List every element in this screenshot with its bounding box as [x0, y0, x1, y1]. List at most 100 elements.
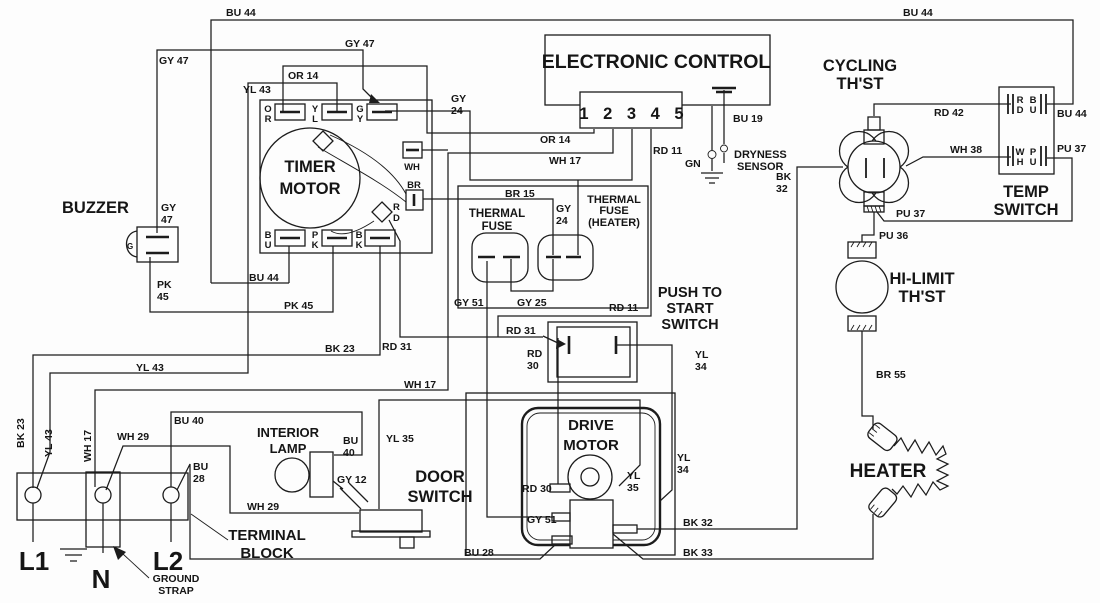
buzzer-box — [136, 226, 179, 263]
terminal-block-label-1: TERMINAL — [228, 527, 306, 544]
wire-wh38 — [905, 156, 1011, 167]
label-gy47-buzzer-2: 47 — [161, 214, 173, 226]
timer-cam-diamond — [312, 130, 334, 152]
label-gy47-left: GY 47 — [159, 55, 189, 67]
motor-label-1: DRIVE — [568, 417, 614, 434]
label-rd11-fuse: RD 11 — [609, 302, 638, 314]
motor-switch-block — [569, 499, 614, 549]
label-br55: BR 55 — [876, 369, 906, 381]
component-temp-switch: R B D U W P H U TEMP SWITCH — [993, 86, 1059, 219]
door-switch-base — [351, 530, 431, 538]
component-thermal-fuses: THERMAL FUSE THERMAL FUSE (HEATER) — [457, 185, 649, 309]
label-bu28-rail: BU 28 — [464, 547, 494, 559]
gn-probe-circle — [707, 150, 717, 159]
dryness-label-1: DRYNESS — [734, 149, 787, 161]
terminal-l2 — [162, 486, 180, 504]
timer-circle — [259, 127, 361, 229]
cycling-contacts — [865, 158, 885, 178]
label-pu37-switch: PU 37 — [1057, 143, 1086, 155]
label-rd11-ec: RD 11 — [653, 145, 682, 157]
label-wh17-ec: WH 17 — [549, 155, 581, 167]
label-wh17-vert: WH 17 — [82, 430, 94, 462]
hilimit-top-hatch — [850, 241, 873, 248]
chassis-ground-symbol — [60, 548, 87, 562]
timer-or-letter-1: O — [264, 104, 271, 115]
label-gy24-timer-1: GY — [451, 93, 466, 105]
n-label: N — [92, 564, 111, 594]
timer-br-letter: BR — [407, 180, 421, 191]
terminal-block-pointer — [190, 513, 229, 541]
ground-strap-label-2: STRAP — [158, 585, 194, 597]
timer-gy-letter-2: Y — [357, 114, 364, 125]
temp-switch-label-2: SWITCH — [993, 201, 1058, 219]
label-rd31-switch: RD 31 — [506, 325, 536, 337]
heater-label: HEATER — [850, 461, 927, 482]
label-bk23-vert: BK 23 — [15, 418, 27, 448]
wire-bk32 — [637, 166, 843, 530]
temp-switch-label-1: TEMP — [1003, 183, 1049, 201]
temp-top-d: D — [1017, 105, 1024, 116]
label-wh29-door: WH 29 — [247, 501, 279, 513]
cycling-terminal-top — [863, 129, 885, 145]
label-bu19: BU 19 — [733, 113, 763, 125]
wire-labels: BU 44 BU 44 GY 47 GY 47 OR 14 YL 43 GY 2… — [15, 7, 1087, 559]
wire-pu36 — [861, 212, 875, 242]
motor-tab-gy51 — [551, 512, 571, 522]
lamp-base — [309, 451, 334, 498]
cycling-body — [847, 140, 901, 194]
motor-tab-bu28 — [551, 535, 573, 545]
hilimit-label-1: HI-LIMIT — [889, 270, 954, 288]
label-bu44-timer: BU 44 — [249, 272, 279, 284]
motor-enclosure — [465, 392, 676, 556]
label-bk33: BK 33 — [683, 547, 713, 559]
temp-top-u: U — [1030, 105, 1037, 116]
lamp-bulb — [274, 457, 310, 493]
door-switch-foot — [399, 536, 415, 549]
label-bu40-lamp-1: BU — [343, 435, 358, 447]
label-yl35-motor-2: 35 — [627, 482, 639, 494]
cycling-terminal-hatch — [863, 205, 885, 213]
thermal-fuse-box — [471, 232, 529, 283]
component-interior-lamp: INTERIOR LAMP — [257, 425, 334, 498]
label-gy12: GY 12 — [337, 474, 367, 486]
label-bu40-lamp-2: 40 — [343, 447, 355, 459]
wire-br55 — [861, 331, 874, 429]
wire-gy51 — [486, 261, 552, 518]
l2-label: L2 — [153, 546, 183, 576]
terminal-block-label-2: BLOCK — [240, 545, 293, 562]
timer-cam-curves — [317, 134, 407, 235]
fuse-enclosure — [457, 185, 649, 309]
pts-contacts — [567, 336, 618, 354]
wire-yl35 — [378, 399, 641, 509]
hilimit-label-2: TH'ST — [898, 288, 945, 306]
wire-gy47 — [156, 49, 374, 233]
label-yl34-motor-1: YL — [677, 452, 691, 464]
label-bk32-vert-2: 32 — [776, 183, 788, 195]
component-push-to-start: PUSH TO START SWITCH — [547, 285, 722, 383]
label-pk45-buzzer-2: 45 — [157, 291, 169, 303]
component-terminal-block: L1 N L2 TERMINAL BLOCK GROUND STRAP — [16, 471, 306, 597]
temp-switch-box — [998, 86, 1055, 175]
component-buzzer: G BUZZER — [62, 199, 179, 263]
label-bk23: BK 23 — [325, 343, 355, 355]
label-bk32-vert-1: BK — [776, 171, 792, 183]
label-yl43-vert: YL 43 — [43, 429, 55, 457]
buzzer-g-letter: G — [127, 242, 133, 251]
timer-rd-diamond — [371, 201, 393, 223]
label-yl43-timer: YL 43 — [243, 84, 271, 96]
label-rd31-left: RD 31 — [382, 341, 412, 353]
label-wh29-left: WH 29 — [117, 431, 149, 443]
timer-terminal-gy — [366, 103, 398, 121]
thermal-fuse-heater-label-2: FUSE — [599, 205, 628, 217]
temp-top-b: B — [1030, 95, 1037, 106]
wires — [32, 19, 1074, 560]
pts-label-2: START — [666, 301, 713, 317]
timer-wh-box — [402, 141, 423, 159]
timer-terminal-bk — [364, 229, 396, 247]
wire-pk45 — [149, 246, 334, 313]
heater-element — [891, 436, 950, 499]
label-or14-ec: OR 14 — [540, 134, 571, 146]
rd31-arrowhead — [556, 339, 566, 349]
label-rd30-switch-1: RD — [527, 348, 543, 360]
thermal-fuse-label-1: THERMAL — [469, 208, 525, 220]
